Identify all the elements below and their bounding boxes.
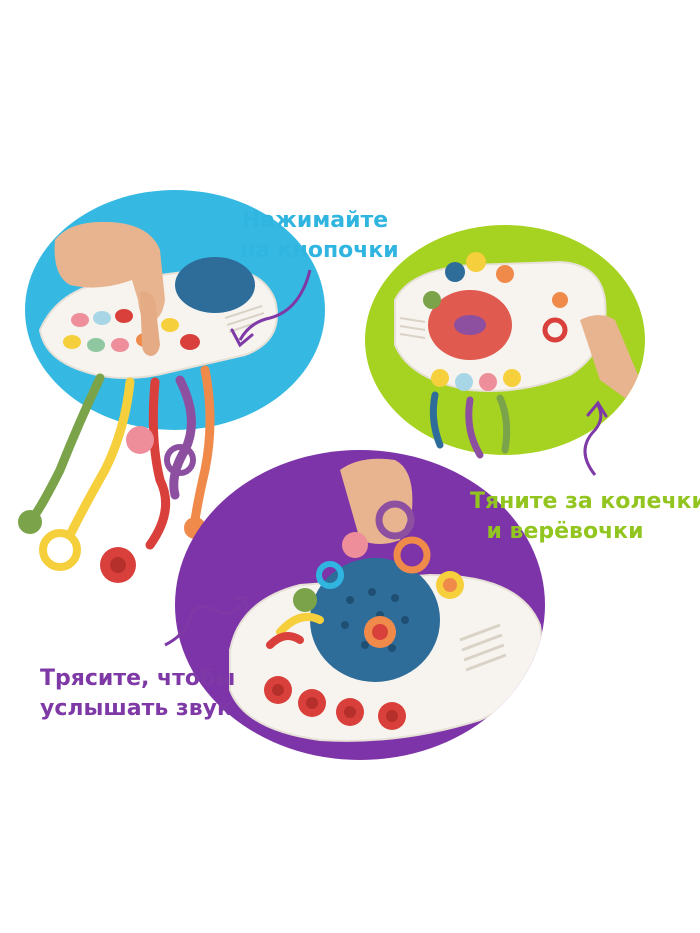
ring-end-icon <box>39 529 81 571</box>
hand <box>54 221 165 322</box>
arrow-pull <box>583 404 603 476</box>
caption-shake-line1: Трясите, чтобы <box>40 666 236 691</box>
arrow-press <box>238 269 312 341</box>
scene-press-buttons <box>18 190 325 583</box>
finger <box>580 315 640 398</box>
push-buttons <box>63 309 200 352</box>
scene-pull-rings <box>365 225 645 459</box>
blue-dome <box>175 257 255 313</box>
caption-shake-line2: услышать звук <box>40 696 232 721</box>
push-buttons <box>264 676 406 730</box>
caption-shake-sound: Трясите, чтобы услышать звук <box>40 664 236 724</box>
caption-press-line2: на кнопочки <box>240 238 399 263</box>
push-buttons <box>431 369 521 391</box>
caption-press-buttons: Нажимайте на кнопочки <box>240 206 399 266</box>
caption-pull-line1: Тяните за колечки <box>470 489 700 514</box>
flower-end-icon <box>18 510 42 534</box>
caption-press-line1: Нажимайте <box>241 208 389 233</box>
caption-pull-line2: и верёвочки <box>486 519 644 544</box>
caption-pull-rings: Тяните за колечки и верёвочки <box>470 487 700 547</box>
hand <box>340 458 413 544</box>
scene-shake-sound <box>175 450 545 760</box>
arrow-shake <box>164 599 247 647</box>
